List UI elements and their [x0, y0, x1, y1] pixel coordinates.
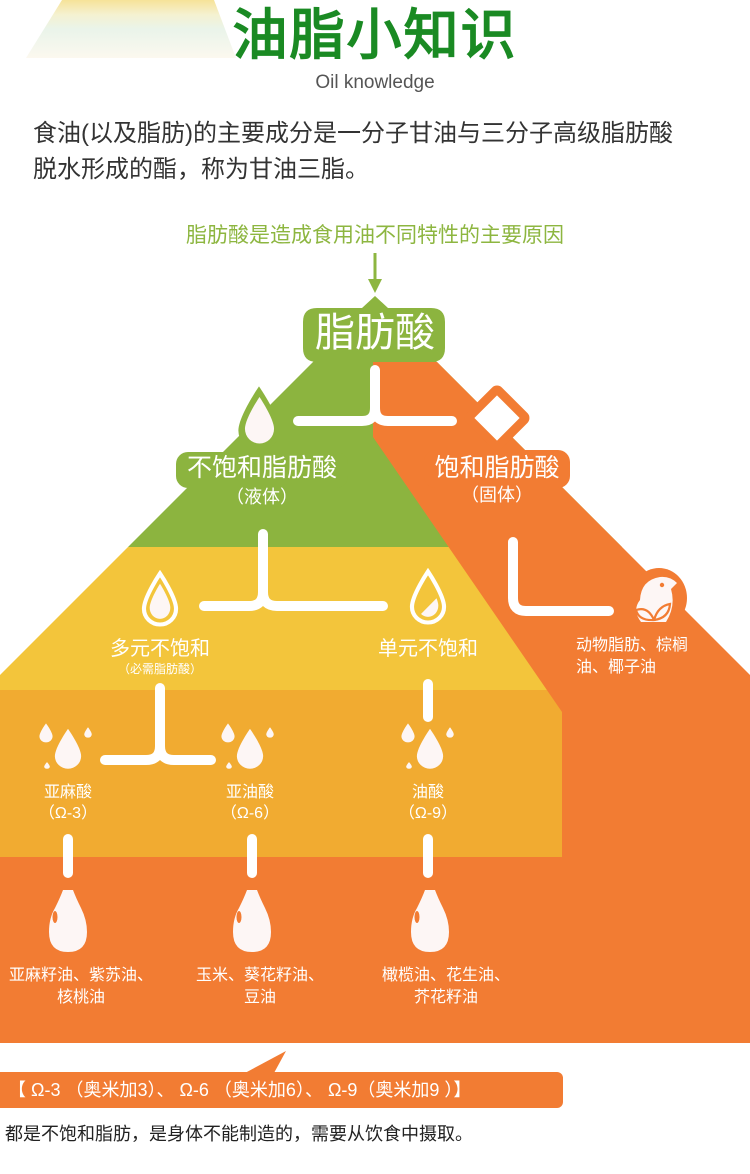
polyunsaturated-note: （必需脂肪酸）	[117, 662, 202, 676]
sat-label-halo	[424, 450, 570, 488]
oil-sources-line: 核桃油	[56, 989, 105, 1006]
oil-sources-line: 芥花籽油	[413, 989, 478, 1006]
acid-omega-omega6: （Ω-6）	[220, 805, 280, 822]
callout-text: 脂肪酸是造成食用油不同特性的主要原因	[186, 224, 564, 247]
oil-sources-line: 亚麻籽油、紫苏油、	[8, 967, 153, 984]
oil-sources-omega9: 橄榄油、花生油、 芥花籽油	[346, 965, 546, 1009]
omega-bubble-text: 【 Ω-3 （奥米加3）、 Ω-6 （奥米加6）、 Ω-9（奥米加9 ）】	[8, 1080, 472, 1100]
root-label: 脂肪酸	[315, 311, 435, 355]
tier-saturated-and-sources	[0, 362, 750, 1043]
acid-name-omega6: 亚油酸	[225, 784, 274, 801]
saturated-sources: 动物脂肪、棕榈 油、椰子油	[576, 635, 688, 679]
arrow-down-icon	[368, 253, 382, 293]
oil-sources-line: 玉米、葵花籽油、	[195, 967, 324, 984]
oil-sources-line: 橄榄油、花生油、	[381, 967, 510, 984]
connector-unsaturated	[199, 529, 388, 611]
acid-name-omega9: 油酸	[411, 784, 444, 801]
page-subtitle: Oil knowledge	[315, 72, 435, 93]
page-title: 油脂小知识	[232, 4, 518, 66]
oil-sources-line: 豆油	[243, 989, 276, 1006]
tier-mono-poly	[0, 547, 600, 690]
unsat-label-halo	[176, 452, 348, 488]
unsaturated-state: （液体）	[226, 487, 298, 507]
intro-line: 食油(以及脂肪)的主要成分是一分子甘油与三分子高级脂肪酸	[33, 120, 673, 147]
connector-saturated	[508, 537, 614, 616]
polyunsaturated-label: 多元不饱和	[110, 638, 210, 660]
intro-line: 脱水形成的酯，称为甘油三脂。	[33, 156, 369, 183]
monounsaturated-label: 单元不饱和	[378, 638, 478, 660]
omega-bubble: 【 Ω-3 （奥米加3）、 Ω-6 （奥米加6）、 Ω-9（奥米加9 ）】	[0, 1072, 563, 1108]
acid-omega-omega9: （Ω-9）	[398, 805, 458, 822]
oil-bottle-icon	[233, 890, 271, 952]
acid-name-omega3: 亚麻酸	[43, 784, 92, 801]
saturated-sources-line: 动物脂肪、棕榈	[576, 637, 689, 654]
root-label-halo	[303, 296, 445, 362]
tier-acids	[0, 690, 600, 857]
oil-bottle-icon	[411, 890, 449, 952]
oil-sources-omega3: 亚麻籽油、紫苏油、 核桃油	[0, 965, 181, 1009]
product-photo	[26, 0, 236, 58]
acid-omega-omega3: （Ω-3）	[38, 805, 98, 822]
connector-polyunsaturated	[100, 683, 216, 765]
bubble-tail	[245, 1051, 286, 1073]
oil-sources-omega6: 玉米、葵花籽油、 豆油	[160, 965, 360, 1009]
saturated-state: （固体）	[461, 485, 533, 505]
intro-paragraph: 食油(以及脂肪)的主要成分是一分子甘油与三分子高级脂肪酸 脱水形成的酯，称为甘油…	[33, 116, 673, 188]
bird-leaf-icon	[634, 576, 677, 622]
saturated-sources-line: 油、椰子油	[576, 659, 657, 676]
unsaturated-label: 不饱和脂肪酸	[186, 454, 337, 482]
connector-root	[293, 365, 457, 426]
footer-note: 都是不饱和脂肪，是身体不能制造的，需要从饮食中摄取。	[5, 1124, 473, 1144]
saturated-label: 饱和脂肪酸	[434, 454, 560, 482]
oil-bottle-icon	[49, 890, 87, 952]
